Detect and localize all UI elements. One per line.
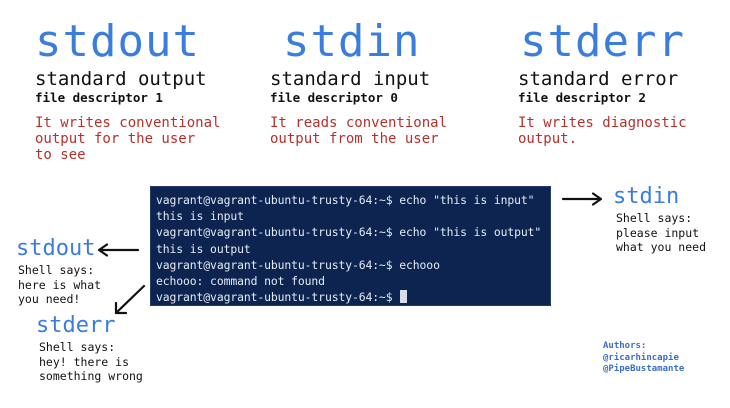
terminal-cursor xyxy=(400,290,408,304)
terminal-prompt-line[interactable]: vagrant@vagrant-ubuntu-trusty-64:~$ xyxy=(156,289,550,305)
stdout-description: It writes conventional output for the us… xyxy=(35,115,221,163)
stderr-title: stderr xyxy=(520,16,685,67)
stdout-callout-title: stdout xyxy=(16,236,96,261)
stderr-callout: stderr Shell says: hey! there is somethi… xyxy=(36,314,143,384)
stdin-callout: stdin Shell says: please input what you … xyxy=(613,185,706,255)
stdin-column: stdin standard input file descriptor 0 I… xyxy=(270,16,448,148)
stderr-callout-title: stderr xyxy=(36,313,116,338)
arrow-down-left-icon xyxy=(114,284,146,315)
stdout-title: stdout xyxy=(35,16,200,67)
stderr-subtitle: standard error xyxy=(518,68,679,90)
stdin-description: It reads conventional output from the us… xyxy=(270,115,448,147)
terminal-window[interactable]: vagrant@vagrant-ubuntu-trusty-64:~$ echo… xyxy=(150,186,551,306)
stdin-title: stdin xyxy=(283,16,421,67)
stdout-subtitle: standard output xyxy=(35,68,207,90)
terminal-line: this is output xyxy=(156,241,251,256)
stderr-column: stderr standard error file descriptor 2 … xyxy=(518,16,687,148)
stdin-callout-note: Shell says: please input what you need xyxy=(616,211,707,254)
terminal-line: echooo: command not found xyxy=(156,274,325,289)
stderr-file-descriptor: file descriptor 2 xyxy=(518,90,646,105)
stdout-column: stdout standard output file descriptor 1… xyxy=(35,16,221,164)
stdout-callout-note: Shell says: here is what you need! xyxy=(18,263,102,306)
terminal-prompt: vagrant@vagrant-ubuntu-trusty-64:~$ xyxy=(156,290,400,305)
stdin-file-descriptor: file descriptor 0 xyxy=(270,90,398,105)
terminal-line: vagrant@vagrant-ubuntu-trusty-64:~$ echo… xyxy=(156,193,535,207)
stderr-callout-note: Shell says: hey! there is something wron… xyxy=(39,340,143,383)
stderr-description: It writes diagnostic output. xyxy=(518,115,687,147)
arrow-right-icon xyxy=(561,192,603,206)
terminal-line: vagrant@vagrant-ubuntu-trusty-64:~$ echo… xyxy=(156,225,542,240)
terminal-line: this is input xyxy=(156,209,244,224)
stdout-file-descriptor: file descriptor 1 xyxy=(35,90,163,105)
arrow-left-icon xyxy=(97,243,140,257)
terminal-line: vagrant@vagrant-ubuntu-trusty-64:~$ echo… xyxy=(156,257,440,272)
stdin-subtitle: standard input xyxy=(270,68,431,90)
stdout-callout: stdout Shell says: here is what you need… xyxy=(16,237,101,307)
authors-credit: Authors: @ricarhincapie @PipeBustamante xyxy=(603,341,685,374)
stdin-callout-title: stdin xyxy=(613,184,680,209)
